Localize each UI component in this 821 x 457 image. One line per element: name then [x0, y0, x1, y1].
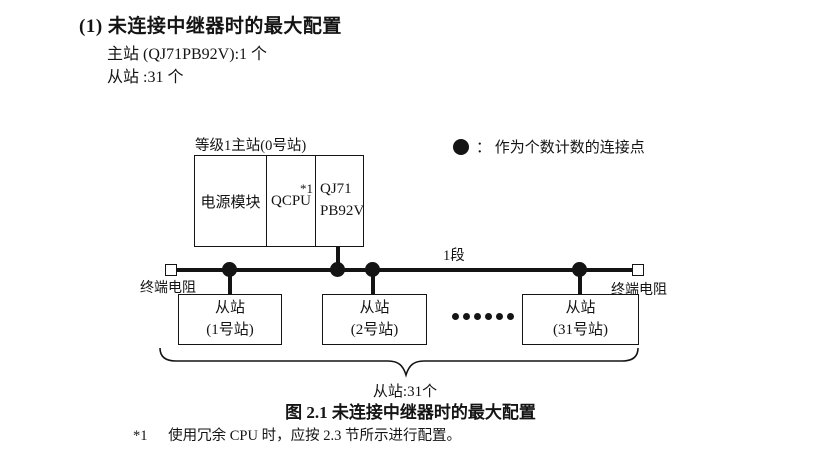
- right-terminator-square-icon: [632, 264, 644, 276]
- footnote-text: 使用冗余 CPU 时，应按 2.3 节所示进行配置。: [168, 428, 461, 444]
- qcpu-label: QCPU: [271, 192, 312, 209]
- slave-count-line: 从站 :31 个: [107, 69, 184, 86]
- slave-box-title: 从站: [214, 299, 245, 316]
- slave2-drop-line: [371, 272, 375, 296]
- connection-dot: [572, 262, 587, 277]
- qcpu-cell: *1 QCPU: [267, 156, 316, 246]
- slave31-drop-line: [578, 272, 582, 296]
- bus-line: [173, 268, 635, 272]
- slave-box-subtitle: (2号站): [350, 321, 399, 338]
- slave-box-1: 从站 (1号站): [178, 294, 282, 345]
- master-station-label: 等级1主站(0号站): [195, 138, 307, 154]
- slaves-brace: [159, 347, 639, 378]
- connection-dot: [330, 262, 345, 277]
- master-drop-line: [336, 246, 340, 270]
- connection-dot: [222, 262, 237, 277]
- left-terminator-square-icon: [165, 264, 177, 276]
- master-station-box: 电源模块 *1 QCPU QJ71 PB92V: [194, 155, 364, 247]
- pb92v-cell: QJ71 PB92V: [316, 156, 365, 246]
- pb92v-label-line2: PB92V: [320, 203, 365, 219]
- slave-box-subtitle: (31号站): [553, 321, 608, 338]
- ellipsis-dots-icon: [452, 313, 514, 320]
- qcpu-footnote-ref: *1: [300, 181, 313, 196]
- slave-box-2: 从站 (2号站): [322, 294, 427, 345]
- footnote: *1 使用冗余 CPU 时，应按 2.3 节所示进行配置。: [133, 424, 461, 445]
- legend-label: ： 作为个数计数的连接点: [476, 140, 645, 156]
- slave-box-31: 从站 (31号站): [522, 294, 639, 345]
- section-heading: (1) 未连接中继器时的最大配置: [79, 16, 342, 37]
- brace-label: 从站:31个: [372, 384, 438, 400]
- power-module-label: 电源模块: [200, 194, 261, 211]
- master-count-line: 主站 (QJ71PB92V):1 个: [107, 46, 268, 63]
- slave-box-subtitle: (1号站): [206, 321, 254, 338]
- connection-point-dot-icon: [453, 138, 469, 155]
- slave-box-title: 从站: [359, 299, 390, 316]
- figure-caption: 图 2.1 未连接中继器时的最大配置: [285, 403, 536, 422]
- slave1-drop-line: [228, 272, 232, 296]
- slave-box-title: 从站: [565, 299, 596, 316]
- connection-dot: [365, 262, 380, 277]
- footnote-marker: *1: [133, 428, 148, 444]
- segment-label: 1段: [443, 248, 465, 264]
- left-terminator-label: 终端电阻: [140, 281, 196, 296]
- power-module-cell: 电源模块: [195, 156, 267, 246]
- legend: ： 作为个数计数的连接点: [453, 136, 645, 157]
- pb92v-label-line1: QJ71: [320, 181, 352, 198]
